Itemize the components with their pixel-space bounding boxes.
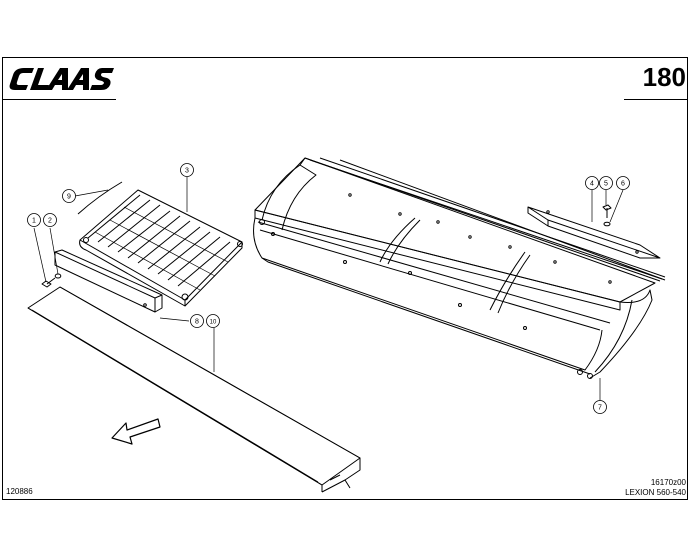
callout-label-10: 10 xyxy=(210,320,217,326)
callouts xyxy=(27,163,630,414)
callout-label-7: 7 xyxy=(598,405,602,412)
curve-part-9 xyxy=(77,181,123,215)
footer-right-code: 16170z00 xyxy=(650,478,686,487)
callout-label-9: 9 xyxy=(67,194,71,201)
washer-part-6 xyxy=(603,221,611,227)
footer-left-code: 120886 xyxy=(6,487,33,496)
channel-part-10 xyxy=(27,286,361,493)
callout-1 xyxy=(27,213,41,227)
callout-9 xyxy=(62,189,76,203)
claas-logo xyxy=(9,68,114,90)
header-rule-left xyxy=(2,99,116,100)
callout-label-5: 5 xyxy=(604,181,608,188)
callout-10 xyxy=(206,314,220,328)
callout-5 xyxy=(599,176,613,190)
callout-label-8: 8 xyxy=(195,319,199,326)
leader-lines xyxy=(33,177,624,402)
page-number: 180 xyxy=(642,62,686,92)
callout-label-6: 6 xyxy=(621,181,625,188)
strip-part-4 xyxy=(527,206,661,259)
callout-label-1: 1 xyxy=(32,218,36,225)
grate-part-3 xyxy=(79,189,243,307)
callout-7 xyxy=(593,400,607,414)
callout-8 xyxy=(190,314,204,328)
callout-2 xyxy=(43,213,57,227)
header-rule-right xyxy=(624,99,688,100)
callout-6 xyxy=(616,176,630,190)
callout-label-3: 3 xyxy=(185,168,189,175)
drawing-frame xyxy=(2,57,688,500)
callout-3 xyxy=(180,163,194,177)
direction-arrow xyxy=(111,418,161,445)
bolt-part-5 xyxy=(602,204,612,218)
callout-4 xyxy=(585,176,599,190)
washer-part-2 xyxy=(54,273,62,279)
footer-model: LEXION 560-540 xyxy=(625,488,686,497)
callout-label-2: 2 xyxy=(48,218,52,225)
callout-label-4: 4 xyxy=(590,181,594,188)
bolt-part-1 xyxy=(41,277,56,288)
frame-part-7 xyxy=(253,157,666,379)
